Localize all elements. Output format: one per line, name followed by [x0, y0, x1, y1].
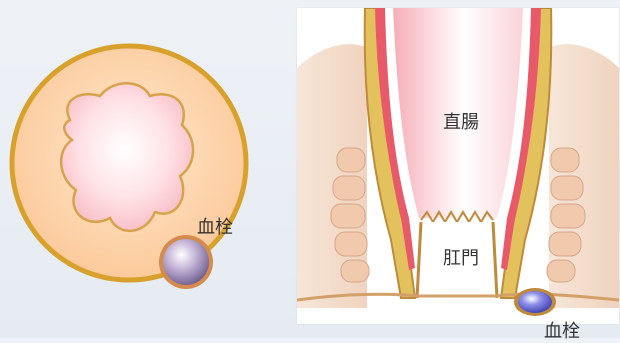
lumen	[61, 83, 193, 231]
rectum-section-figure	[297, 8, 619, 324]
thrombus	[163, 239, 209, 285]
rectum-label: 直腸	[443, 108, 479, 134]
anus-label: 肛門	[443, 244, 479, 270]
external-thrombus	[518, 291, 552, 313]
thrombus-label-left: 血栓	[197, 213, 233, 239]
cross-section-panel: 血栓	[0, 0, 290, 338]
rectum-section-panel: 直腸 肛門 血栓	[297, 8, 619, 324]
thrombus-label-right: 血栓	[544, 317, 580, 343]
cross-section-figure	[0, 0, 290, 338]
